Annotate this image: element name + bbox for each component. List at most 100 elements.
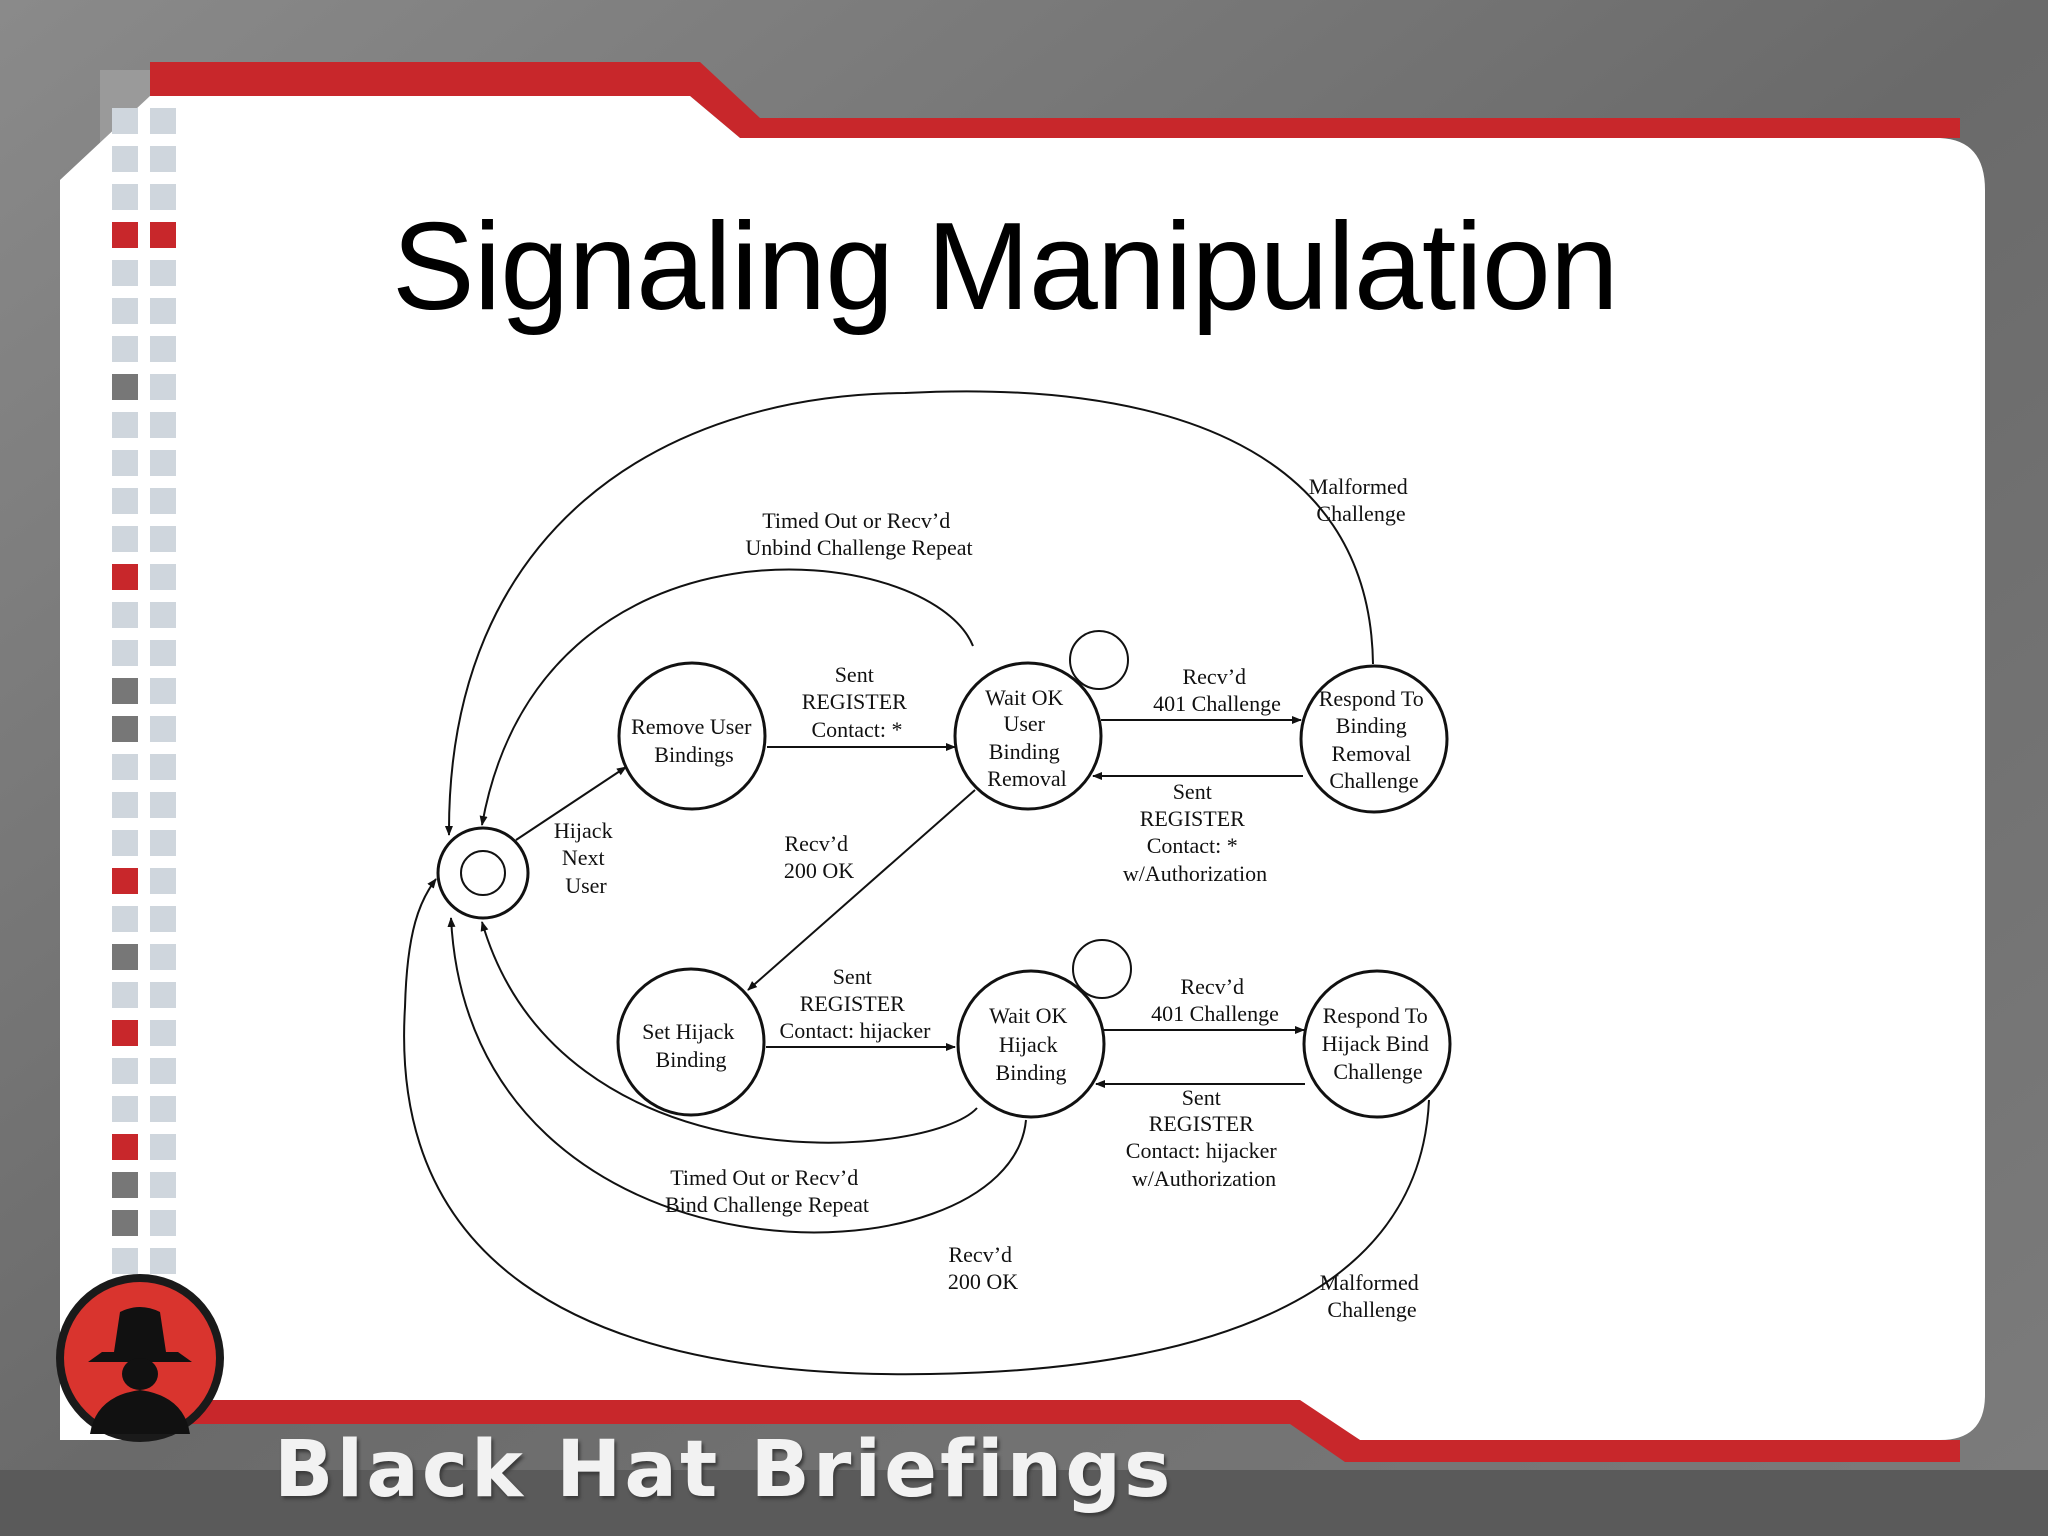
sidebar-square — [112, 640, 138, 666]
sidebar-square — [112, 830, 138, 856]
edge-label-recvd-401-bottom: Recv’d 401 Challenge — [1151, 974, 1279, 1026]
node-wait-ok-hijack — [956, 969, 1106, 1119]
sidebar-square — [112, 146, 138, 172]
content-panel — [60, 96, 1985, 1440]
sidebar-square — [150, 1134, 176, 1160]
node-remove-user-bindings — [617, 661, 767, 811]
sidebar-square — [150, 488, 176, 514]
edge-label-malformed-top: Malformed Challenge — [1309, 474, 1413, 526]
start-state-outer — [436, 826, 530, 920]
sidebar-square — [112, 1172, 138, 1198]
sidebar-square — [112, 1058, 138, 1084]
sidebar-square — [112, 1210, 138, 1236]
label-wait-ok-hijack: Wait OK Hijack Binding — [989, 1003, 1073, 1085]
node-set-hijack-binding — [616, 967, 766, 1117]
sidebar-square — [112, 906, 138, 932]
sidebar-squares — [112, 108, 176, 1388]
sidebar-square — [112, 1248, 138, 1274]
sidebar-square — [112, 944, 138, 970]
sidebar-square — [112, 184, 138, 210]
self-loop-removal — [1069, 630, 1129, 690]
edge-label-timed-out-bind: Timed Out or Recv’d Bind Challenge Repea… — [665, 1165, 869, 1217]
sidebar-square — [112, 298, 138, 324]
edge-timed-out-unbind — [479, 568, 974, 826]
sidebar-square — [150, 222, 176, 248]
sidebar-square — [112, 108, 138, 134]
sidebar-square — [112, 564, 138, 590]
sidebar-square — [150, 944, 176, 970]
edge-label-sent-register-hijacker: Sent REGISTER Contact: hijacker — [780, 964, 932, 1043]
sidebar-square — [112, 374, 138, 400]
sidebar-square — [112, 1020, 138, 1046]
node-respond-hijack-challenge — [1302, 969, 1452, 1119]
sidebar-square — [150, 412, 176, 438]
footer-brand: Black Hat Briefings — [274, 1425, 1174, 1515]
edge-label-recvd-200-bottom: Recv’d 200 OK — [948, 1242, 1018, 1294]
sidebar-square — [112, 792, 138, 818]
edge-label-recvd-200-top: Recv’d 200 OK — [784, 831, 854, 883]
sidebar-square — [112, 450, 138, 476]
sidebar-square — [150, 868, 176, 894]
sidebar-square — [112, 1134, 138, 1160]
edge-timed-out-bind — [480, 921, 978, 1144]
sidebar-square — [150, 678, 176, 704]
sidebar-square — [150, 1058, 176, 1084]
sidebar-square — [150, 1210, 176, 1236]
self-loop-hijack — [1072, 939, 1132, 999]
sidebar-square — [150, 906, 176, 932]
label-respond-hijack-challenge: Respond To Hijack Bind Challenge — [1322, 1003, 1434, 1084]
sidebar-square — [112, 222, 138, 248]
label-remove-user-bindings: Remove User Bindings — [631, 714, 757, 767]
sidebar-square — [150, 374, 176, 400]
edge-hijack-next-user — [515, 766, 627, 841]
edge-label-sent-register-auth-bottom: Sent REGISTER Contact: hijacker w/Author… — [1126, 1085, 1282, 1191]
edge-malformed-top — [444, 390, 1374, 836]
sidebar-square — [150, 146, 176, 172]
sidebar-square — [150, 298, 176, 324]
edge-label-timed-out-unbind: Timed Out or Recv’d Unbind Challenge Rep… — [745, 508, 972, 560]
label-wait-ok-removal: Wait OK User Binding Removal — [985, 685, 1069, 791]
sidebar-square — [112, 336, 138, 362]
sidebar-square — [112, 716, 138, 742]
edge-recvd-200-top — [747, 789, 976, 991]
sidebar-square — [150, 1096, 176, 1122]
sidebar-square — [112, 412, 138, 438]
sidebar-square — [150, 982, 176, 1008]
node-respond-removal-challenge — [1299, 664, 1449, 814]
sidebar-square — [112, 260, 138, 286]
sidebar-square — [150, 450, 176, 476]
edge-label-recvd-401-top: Recv’d 401 Challenge — [1153, 664, 1281, 716]
node-wait-ok-removal — [953, 661, 1103, 811]
sidebar-square — [150, 754, 176, 780]
label-respond-removal-challenge: Respond To Binding Removal Challenge — [1319, 686, 1430, 793]
sidebar-square — [150, 336, 176, 362]
sidebar-square — [112, 868, 138, 894]
sidebar-square — [150, 564, 176, 590]
sidebar-square — [150, 108, 176, 134]
footer-bar — [0, 1470, 2048, 1536]
sidebar-square — [112, 488, 138, 514]
edge-label-hijack-next-user: Hijack Next User — [554, 818, 618, 898]
sidebar-square — [150, 1172, 176, 1198]
sidebar-square — [150, 716, 176, 742]
label-set-hijack-binding: Set Hijack Binding — [642, 1019, 740, 1072]
start-state-inner — [460, 850, 506, 896]
sidebar-square — [112, 754, 138, 780]
edge-label-malformed-bottom: Malformed Challenge — [1320, 1270, 1424, 1322]
edge-label-sent-register-star: Sent REGISTER Contact: * — [802, 662, 913, 742]
bottom-red-band — [180, 1400, 1960, 1462]
sidebar-square — [150, 640, 176, 666]
sidebar-square — [112, 602, 138, 628]
hat-logo — [56, 1274, 224, 1442]
top-red-band — [150, 62, 1960, 138]
sidebar-square — [150, 526, 176, 552]
sidebar-square — [112, 1096, 138, 1122]
sidebar-square — [150, 1248, 176, 1274]
sidebar-square — [112, 678, 138, 704]
sidebar-square — [150, 260, 176, 286]
slide-title: Signaling Manipulation — [392, 198, 1619, 336]
edge-malformed-bottom — [403, 878, 1430, 1376]
edge-recvd-200-bottom — [447, 917, 1027, 1234]
